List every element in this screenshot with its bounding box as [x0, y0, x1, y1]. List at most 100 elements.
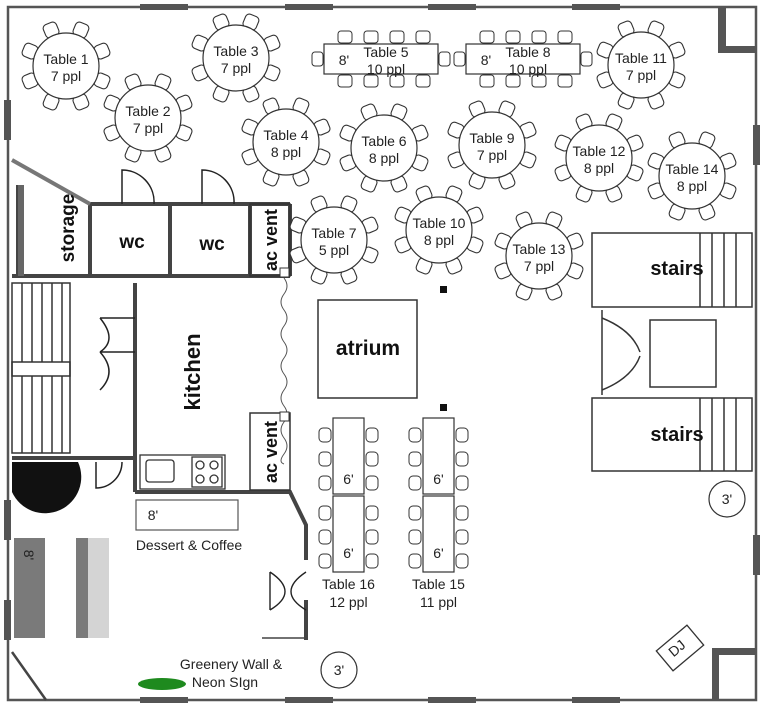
- table-top: [202, 24, 270, 92]
- chair: [389, 30, 405, 44]
- table-name: Table 10: [413, 215, 466, 231]
- table-top: [405, 196, 473, 264]
- wc-doors: [121, 169, 235, 205]
- left-stairs: [11, 282, 71, 454]
- cocktail-table-right: [708, 480, 746, 518]
- cocktail-table-bottom: [320, 651, 358, 689]
- table-people: 7 ppl: [524, 258, 554, 274]
- table-people: 8 ppl: [369, 150, 399, 166]
- table-top: [32, 32, 100, 100]
- wall-windows: [4, 4, 760, 703]
- table-people: 10 ppl: [509, 61, 547, 77]
- rect-table: 8'Table 810 ppl: [453, 30, 593, 88]
- table-top: [465, 43, 581, 75]
- right-stairs: [591, 232, 753, 472]
- chair: [453, 51, 466, 67]
- side-bar-size: 8': [21, 550, 37, 560]
- table-top: [607, 31, 675, 99]
- table-people: 10 ppl: [367, 61, 405, 77]
- table-top: [422, 417, 455, 495]
- round-table: Table 117 ppl: [596, 20, 686, 110]
- chair: [557, 30, 573, 44]
- table-top: [323, 43, 439, 75]
- chair: [365, 427, 379, 443]
- chair: [455, 505, 469, 521]
- table-top: [422, 495, 455, 573]
- round-table: Table 48 ppl: [241, 97, 331, 187]
- round-table: Table 17 ppl: [21, 21, 111, 111]
- chair: [479, 30, 495, 44]
- chair: [408, 553, 422, 569]
- table-size: 8': [481, 52, 491, 68]
- dessert-table: [135, 499, 239, 531]
- wc1-label: wc: [118, 232, 145, 253]
- table-people: 5 ppl: [319, 242, 349, 258]
- chair: [311, 51, 324, 67]
- dessert-label: Dessert & Coffee: [136, 537, 243, 553]
- curtain: [280, 277, 288, 465]
- table-people: 12 ppl: [329, 594, 367, 610]
- side-door: [95, 461, 123, 489]
- chair: [415, 30, 431, 44]
- chair: [455, 451, 469, 467]
- table-top: [565, 124, 633, 192]
- greenery-marker: [138, 678, 186, 690]
- corner-cabinet: [12, 462, 82, 514]
- table-size: 8': [339, 52, 349, 68]
- chair: [318, 553, 332, 569]
- chair: [505, 30, 521, 44]
- table-top: [458, 111, 526, 179]
- table-name: Table 4: [263, 127, 308, 143]
- table-people: 8 ppl: [271, 144, 301, 160]
- chair: [363, 74, 379, 88]
- table-name: Table 13: [513, 241, 566, 257]
- table-people: 7 ppl: [626, 67, 656, 83]
- table-top: [505, 222, 573, 290]
- chair: [337, 30, 353, 44]
- table-top: [350, 114, 418, 182]
- chair: [408, 451, 422, 467]
- stairs-bottom-label: stairs: [650, 424, 703, 446]
- chair: [318, 475, 332, 491]
- chair: [318, 505, 332, 521]
- table-name: Table 14: [666, 161, 719, 177]
- table-people: 8 ppl: [584, 160, 614, 176]
- round-table: Table 148 ppl: [647, 131, 737, 221]
- table-top: [300, 206, 368, 274]
- table-size: 6': [343, 471, 353, 487]
- side-bar-left: [14, 538, 45, 638]
- chair: [455, 529, 469, 545]
- greenery-line1: Greenery Wall &: [180, 656, 283, 672]
- table-people: 7 ppl: [51, 68, 81, 84]
- stairs-top-label: stairs: [650, 258, 703, 280]
- storage-label: storage: [58, 194, 79, 263]
- kitchen-appliances: [139, 454, 226, 490]
- table-name: Table 11: [615, 50, 667, 66]
- entrance-door: [269, 571, 307, 611]
- atrium-box: [317, 299, 418, 399]
- outer-walls: [6, 5, 758, 702]
- chair: [363, 30, 379, 44]
- kitchen-label: kitchen: [180, 333, 205, 410]
- chair: [318, 427, 332, 443]
- round-table: Table 128 ppl: [554, 113, 644, 203]
- chair: [365, 553, 379, 569]
- table-people: 7 ppl: [133, 120, 163, 136]
- rect-table: 8'Table 510 ppl: [311, 30, 451, 88]
- ac-vent-top-label: ac vent: [261, 209, 281, 271]
- table-name: Table 3: [213, 43, 258, 59]
- table-top: [332, 495, 365, 573]
- chair: [408, 529, 422, 545]
- chair: [365, 451, 379, 467]
- table-name: Table 12: [573, 143, 626, 159]
- table-people: 11 ppl: [420, 594, 457, 610]
- dj-booth: [655, 624, 705, 672]
- table-name: Table 1: [43, 51, 88, 67]
- table-name: Table 15: [412, 576, 465, 592]
- storage-divider: [18, 185, 24, 276]
- chair: [455, 427, 469, 443]
- table-people: 8 ppl: [677, 178, 707, 194]
- chair: [580, 51, 593, 67]
